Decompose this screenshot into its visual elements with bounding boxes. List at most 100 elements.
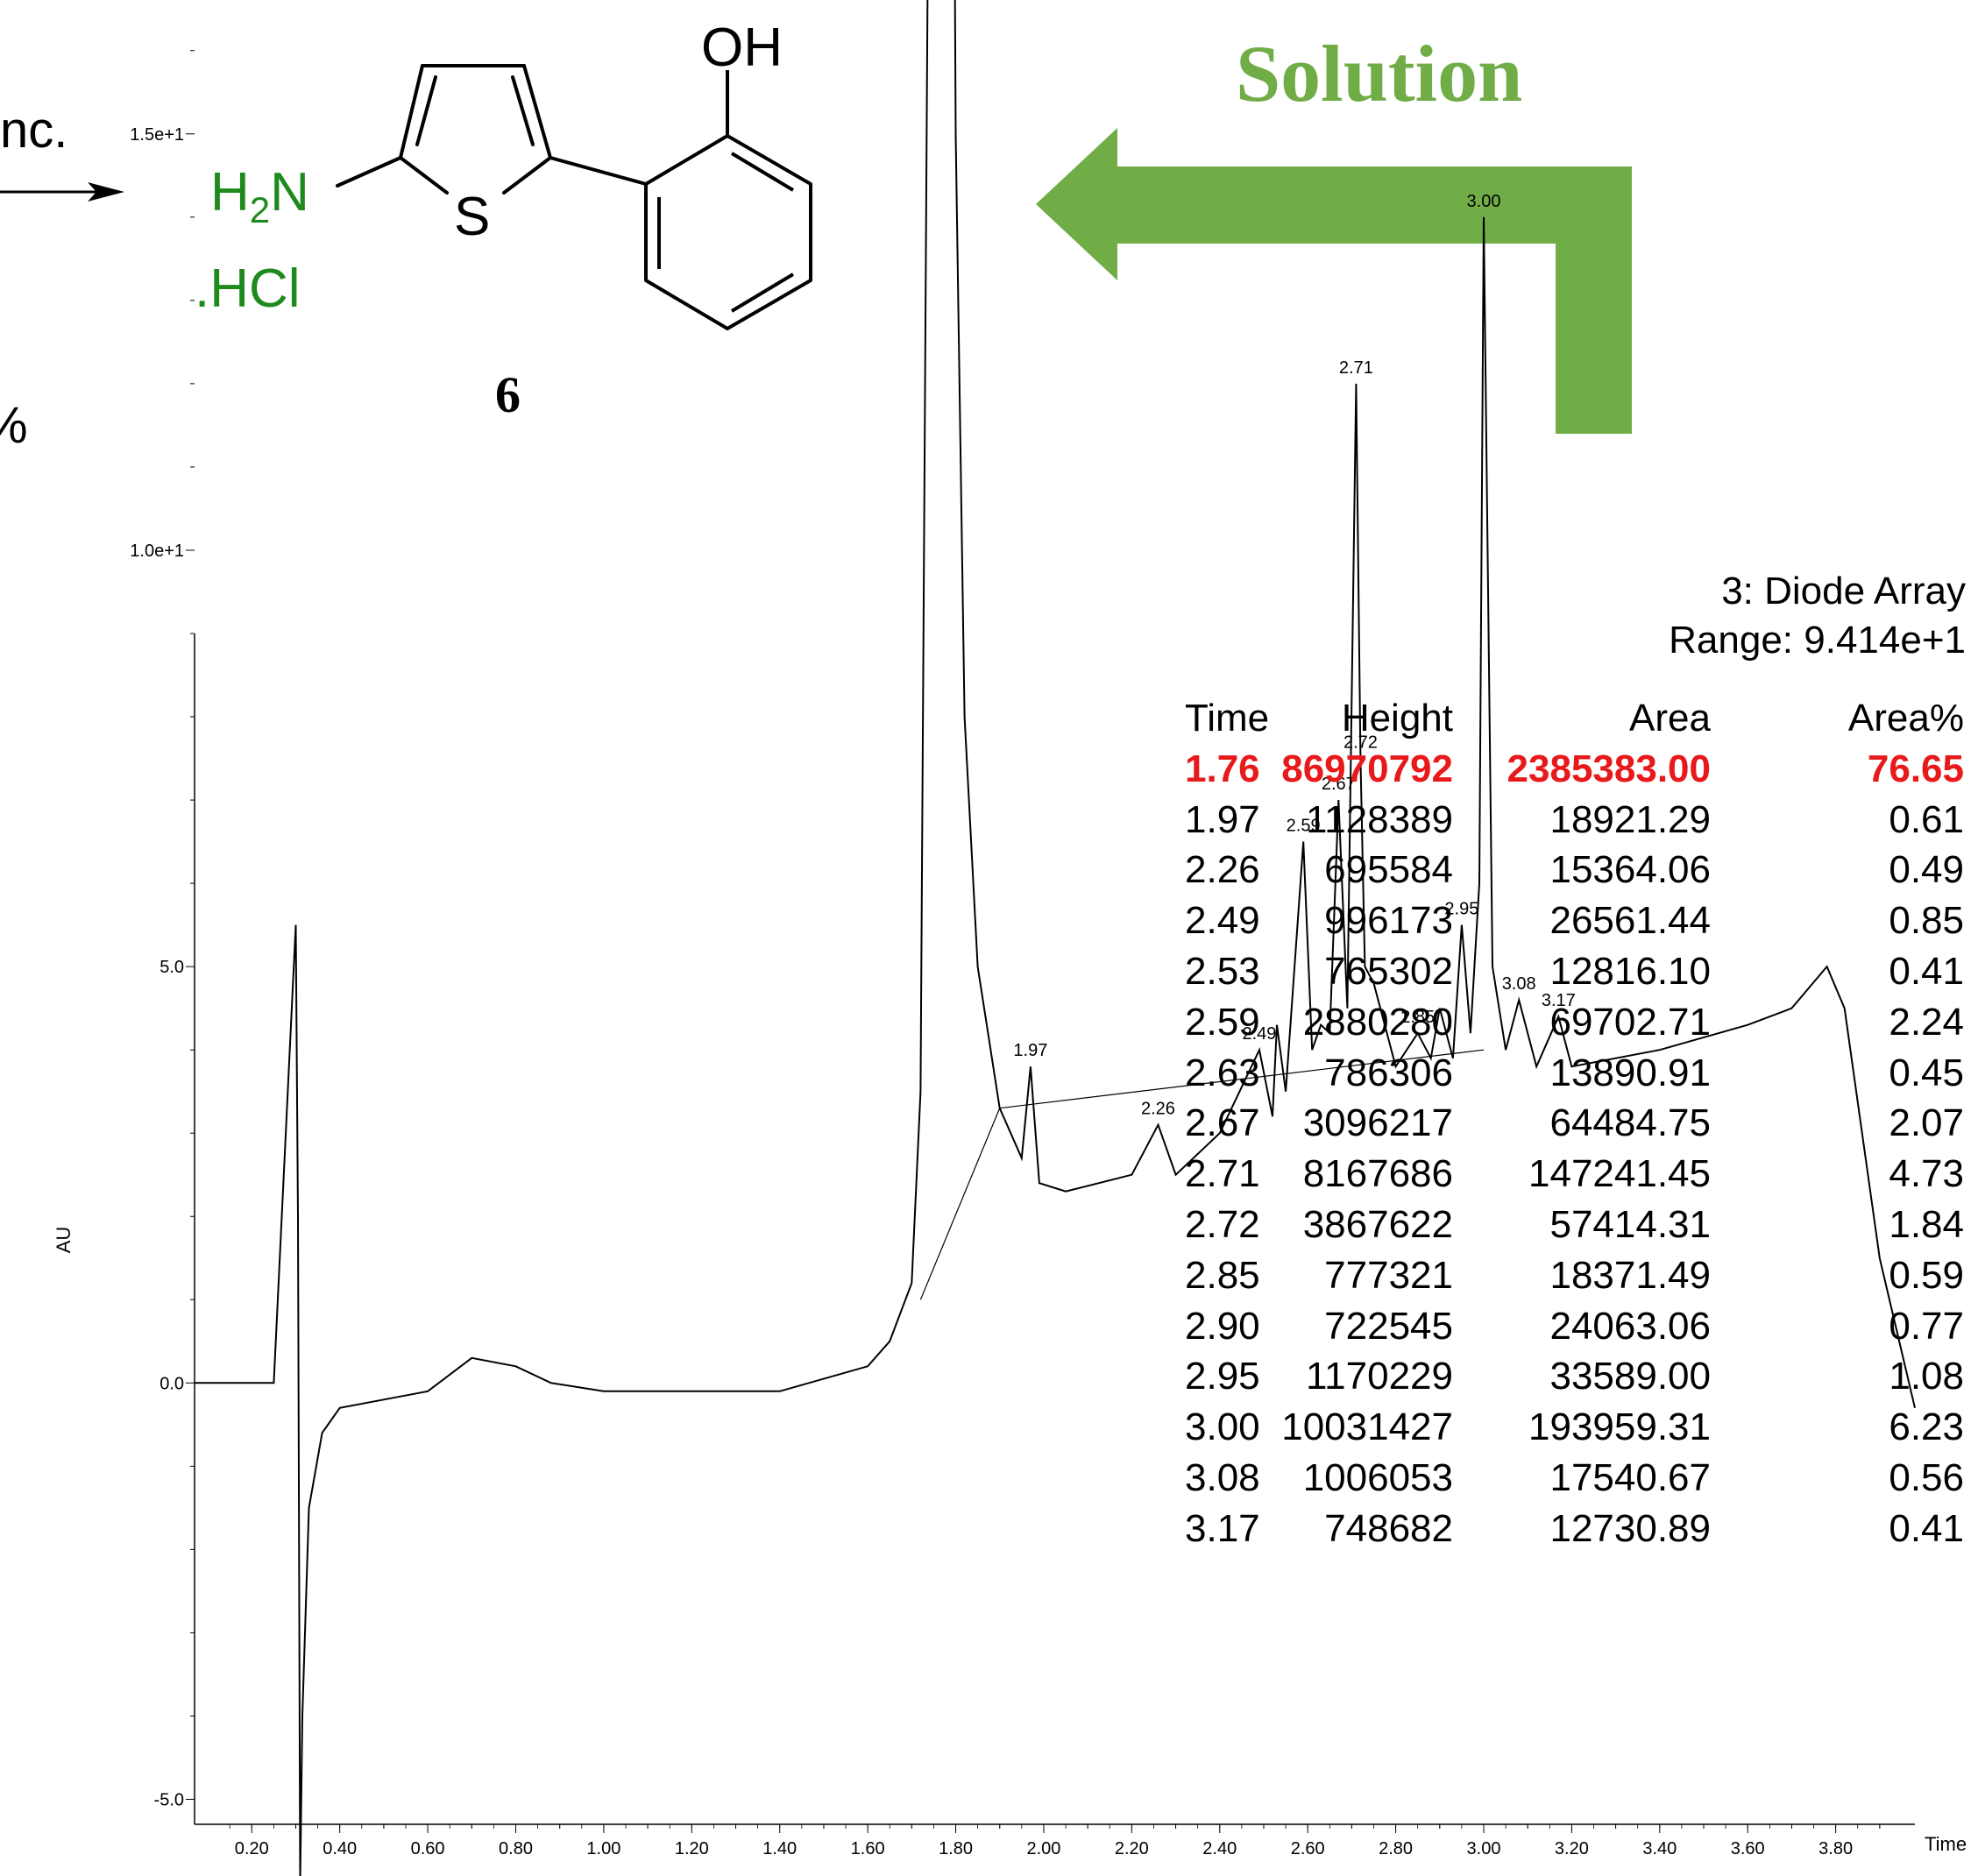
- x-tick-label: 2.60: [1291, 1839, 1325, 1858]
- x-tick-label: 0.40: [323, 1839, 357, 1858]
- area-percent-cell: 0.45: [1889, 1051, 1964, 1094]
- detector-range: Range: 9.414e+1: [1669, 619, 1966, 662]
- height-cell: 996173: [1324, 899, 1453, 943]
- height-cell: 10031427: [1281, 1405, 1453, 1449]
- x-tick-label: 3.40: [1642, 1839, 1677, 1858]
- area-cell: 18371.49: [1549, 1253, 1711, 1297]
- peak-label: 2.72: [1343, 733, 1378, 753]
- peak-label: 2.95: [1444, 900, 1478, 919]
- area-cell: 33589.00: [1549, 1355, 1711, 1398]
- time-cell: 2.71: [1185, 1152, 1260, 1196]
- time-cell: 2.67: [1185, 1101, 1260, 1145]
- area-percent-cell: 1.08: [1889, 1355, 1964, 1398]
- x-axis-label: Time: [1925, 1833, 1967, 1855]
- detector-title: 3: Diode Array: [1721, 570, 1966, 612]
- x-tick-label: 1.00: [586, 1839, 620, 1858]
- amine-label: H2N: [210, 162, 309, 230]
- area-cell: 57414.31: [1549, 1202, 1711, 1246]
- area-percent-cell: 0.41: [1889, 1506, 1964, 1550]
- area-cell: 64484.75: [1549, 1101, 1711, 1145]
- height-cell: 765302: [1324, 949, 1453, 993]
- hydroxyl-label: OH: [701, 18, 783, 78]
- peak-label: 3.00: [1467, 192, 1501, 211]
- height-cell: 748682: [1324, 1506, 1453, 1550]
- area-percent-cell: 0.41: [1889, 949, 1964, 993]
- table-row: 2.53 765302 12816.10 0.41: [1166, 950, 1972, 1001]
- height-cell: 86970792: [1281, 747, 1453, 790]
- time-cell: 2.90: [1185, 1304, 1260, 1348]
- compound-number: 6: [495, 366, 521, 423]
- height-cell: 777321: [1324, 1253, 1453, 1297]
- peak-label: 3.17: [1542, 991, 1576, 1010]
- x-tick-label: 3.80: [1818, 1839, 1853, 1858]
- peak-label: 2.49: [1242, 1024, 1276, 1044]
- area-percent-cell: 4.73: [1889, 1152, 1964, 1196]
- peak-label: 2.85: [1400, 1008, 1435, 1027]
- y-tick-label: 1.0e+1: [130, 542, 184, 561]
- phenol-ring: [644, 70, 812, 330]
- height-cell: 722545: [1324, 1304, 1453, 1348]
- x-tick-label: 1.60: [851, 1839, 885, 1858]
- y-axis-label: AU: [53, 1227, 74, 1254]
- area-percent-cell: 0.59: [1889, 1253, 1964, 1297]
- area-cell: 13890.91: [1549, 1051, 1711, 1094]
- reagent-fragment: nc.: [0, 102, 67, 159]
- peak-label: 2.59: [1287, 817, 1321, 836]
- time-cell: 2.63: [1185, 1051, 1260, 1094]
- y-tick-label: -5.0: [154, 1790, 184, 1809]
- peak-labels: 1.761.972.262.492.592.672.712.722.852.95…: [1013, 192, 1576, 1119]
- height-cell: 786306: [1324, 1051, 1453, 1094]
- time-cell: 1.97: [1185, 797, 1260, 841]
- height-cell: 1006053: [1302, 1455, 1453, 1499]
- x-tick-label: 0.60: [411, 1839, 445, 1858]
- peak-label: 2.67: [1322, 775, 1356, 794]
- solution-label: Solution: [1236, 29, 1522, 118]
- time-cell: 3.08: [1185, 1455, 1260, 1499]
- height-cell: 695584: [1324, 848, 1453, 892]
- peak-table-header: Time Height Area Area%: [1166, 697, 1972, 747]
- y-tick-label: 1.5e+1: [130, 125, 184, 145]
- salt-label: .HCl: [195, 258, 301, 319]
- area-percent-cell: 6.23: [1889, 1405, 1964, 1449]
- area-cell: 26561.44: [1549, 899, 1711, 943]
- time-cell: 1.76: [1185, 747, 1260, 790]
- area-cell: 18921.29: [1549, 797, 1711, 841]
- area-cell: 12730.89: [1549, 1506, 1711, 1550]
- area-percent-cell: 76.65: [1867, 747, 1964, 790]
- time-cell: 2.72: [1185, 1202, 1260, 1246]
- x-tick-label: 2.20: [1115, 1839, 1149, 1858]
- time-cell: 2.49: [1185, 899, 1260, 943]
- area-percent-cell: 1.84: [1889, 1202, 1964, 1246]
- header-time: Time: [1185, 697, 1270, 740]
- table-row: 2.63 786306 13890.91 0.45: [1166, 1051, 1972, 1102]
- height-cell: 1128389: [1305, 797, 1453, 841]
- header-height: Height: [1341, 697, 1453, 740]
- time-cell: 2.53: [1185, 949, 1260, 993]
- solution-arrow: [1036, 128, 1632, 434]
- reaction-scheme: nc. % H2N .HCl S OH 6 Solution: [0, 18, 1632, 454]
- area-percent-cell: 0.49: [1889, 848, 1964, 892]
- x-tick-label: 1.80: [939, 1839, 973, 1858]
- area-cell: 17540.67: [1549, 1455, 1711, 1499]
- reaction-arrow: [0, 182, 124, 202]
- peak-label: 1.97: [1013, 1041, 1047, 1060]
- y-tick-label: 5.0: [160, 958, 184, 977]
- height-cell: 8167686: [1302, 1152, 1453, 1196]
- area-cell: 12816.10: [1549, 949, 1711, 993]
